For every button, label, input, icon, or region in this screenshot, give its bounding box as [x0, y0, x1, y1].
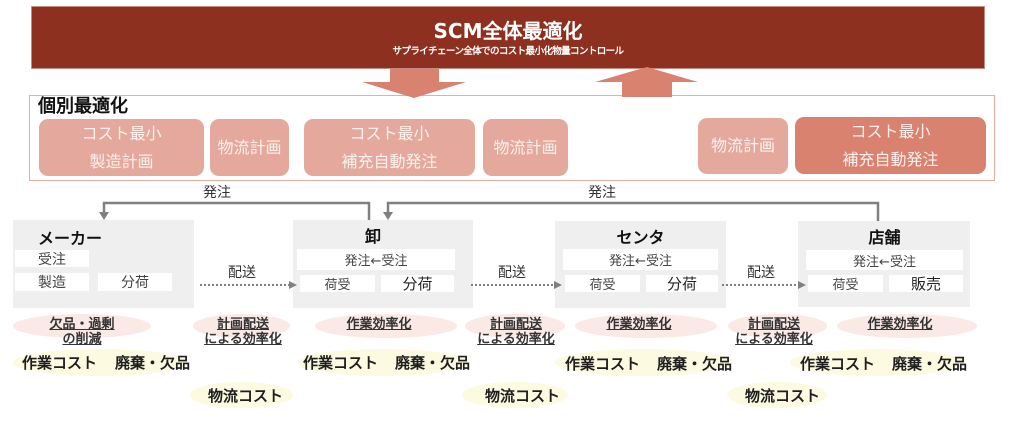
node-cell-receive-order: 受注 — [15, 250, 89, 268]
delivery-effect: 計画配送 による効率化 — [724, 317, 824, 347]
down-arrow-icon — [362, 69, 466, 98]
panel-box-line: コスト最小 — [850, 121, 931, 141]
cost-bubble — [190, 382, 293, 408]
node-cost-waste: 廃棄・欠品 — [657, 355, 733, 373]
panel-box-line: 製造計画 — [89, 151, 154, 171]
node-cell-goods-receipt: 荷受 — [808, 275, 883, 293]
node-cell-sorting: 分荷 — [646, 275, 718, 293]
panel-box-logistics-plan: 物流計画 — [210, 119, 289, 176]
delivery-effect-line: 計画配送 — [216, 317, 269, 332]
effect-bubble — [315, 314, 457, 338]
effect-bubble — [193, 314, 290, 338]
panel-box-line: 補充自動発注 — [842, 149, 939, 169]
delivery-cost: 物流コスト — [745, 387, 821, 405]
panel-box-logistics-plan: 物流計画 — [483, 119, 568, 176]
cost-bubble — [462, 382, 568, 408]
delivery-cost: 物流コスト — [208, 387, 284, 405]
node-cell-manufacture: 製造 — [15, 273, 89, 291]
node-title: センタ — [616, 228, 665, 247]
panel-box-cost-min-auto-replenish-highlight: コスト最小 補充自動発注 — [795, 117, 986, 174]
delivery-cost: 物流コスト — [485, 387, 561, 405]
cost-bubble — [13, 349, 188, 376]
node-cell-order-receive: 発注←受注 — [563, 249, 718, 270]
up-arrow-icon — [595, 67, 698, 97]
node-cell-sorting: 分荷 — [98, 273, 172, 291]
node-cost-work: 作業コスト — [800, 355, 876, 373]
panel-box-line: 物流計画 — [493, 137, 558, 157]
node-cost-work: 作業コスト — [565, 355, 641, 373]
node-effect: 作業効率化 — [309, 317, 449, 332]
delivery-effect-line: による効率化 — [477, 332, 555, 347]
cost-bubble — [790, 349, 965, 376]
node-effect: 欠品・過剰 の削減 — [13, 317, 151, 347]
panel-box-line: 物流計画 — [710, 136, 775, 155]
order-flow-line — [386, 201, 880, 221]
header-subtitle: サプライチェーン全体でのコスト最小化物量コントロール — [392, 46, 625, 57]
effect-bubble — [575, 314, 717, 338]
node-effect: 作業効率化 — [569, 317, 709, 332]
node-effect-line: の削減 — [62, 332, 102, 347]
delivery-label: 配送 — [498, 265, 526, 281]
scm-header-banner: SCM全体最適化 サプライチェーン全体でのコスト最小化物量コントロール — [31, 6, 985, 69]
node-cell-order-receive: 発注←受注 — [297, 249, 455, 270]
delivery-effect-line: 計画配送 — [489, 317, 542, 332]
node-cell-goods-receipt: 荷受 — [565, 275, 640, 293]
node-effect: 作業効率化 — [830, 317, 970, 332]
node-effect-line: 作業効率化 — [606, 317, 672, 332]
panel-box-cost-min-production-plan: コスト最小 製造計画 — [39, 119, 204, 176]
order-flow-label: 発注 — [203, 185, 231, 201]
panel-box-line: 補充自動発注 — [341, 151, 438, 171]
delivery-effect-line: による効率化 — [735, 332, 813, 347]
panel-box-logistics-plan: 物流計画 — [698, 118, 788, 174]
node-effect-line: 欠品・過剰 — [49, 317, 115, 332]
panel-box-line: 物流計画 — [217, 137, 282, 157]
node-cost-work: 作業コスト — [22, 354, 98, 372]
node-cell-sorting: 分荷 — [381, 275, 454, 293]
panel-box-cost-min-auto-replenish: コスト最小 補充自動発注 — [304, 119, 475, 176]
node-cell-order-receive: 発注←受注 — [806, 250, 963, 270]
delivery-effect: 計画配送 による効率化 — [193, 317, 293, 347]
panel-title: 個別最適化 — [38, 96, 128, 117]
arrowhead-down-icon — [383, 212, 393, 220]
arrowhead-down-icon — [99, 212, 109, 220]
delivery-effect: 計画配送 による効率化 — [466, 317, 566, 347]
cost-bubble — [298, 349, 468, 376]
delivery-effect-line: 計画配送 — [747, 317, 800, 332]
delivery-label: 配送 — [228, 265, 256, 281]
node-effect-line: 作業効率化 — [867, 317, 933, 332]
panel-box-line: コスト最小 — [81, 123, 162, 143]
delivery-label: 配送 — [747, 265, 775, 281]
node-effect-line: 作業効率化 — [346, 317, 412, 332]
cost-bubble — [555, 349, 733, 376]
cost-bubble — [727, 382, 827, 408]
effect-bubble — [728, 314, 827, 338]
node-title: 卸 — [364, 227, 381, 246]
panel-box-line: コスト最小 — [349, 123, 430, 143]
node-title: メーカー — [38, 229, 103, 248]
node-title: 店舗 — [868, 228, 901, 247]
node-cost-work: 作業コスト — [303, 354, 379, 372]
delivery-effect-line: による効率化 — [204, 332, 282, 347]
node-cell-goods-receipt: 荷受 — [300, 275, 375, 293]
node-cell-sales: 販売 — [889, 275, 963, 293]
node-cost-waste: 廃棄・欠品 — [115, 354, 191, 372]
order-flow-label: 発注 — [588, 185, 616, 201]
effect-bubble — [13, 314, 151, 338]
node-cost-waste: 廃棄・欠品 — [892, 355, 968, 373]
effect-bubble — [837, 314, 977, 338]
order-flow-line — [102, 201, 371, 220]
effect-bubble — [465, 314, 565, 338]
header-title: SCM全体最適化 — [433, 19, 583, 43]
node-cost-waste: 廃棄・欠品 — [395, 354, 471, 372]
